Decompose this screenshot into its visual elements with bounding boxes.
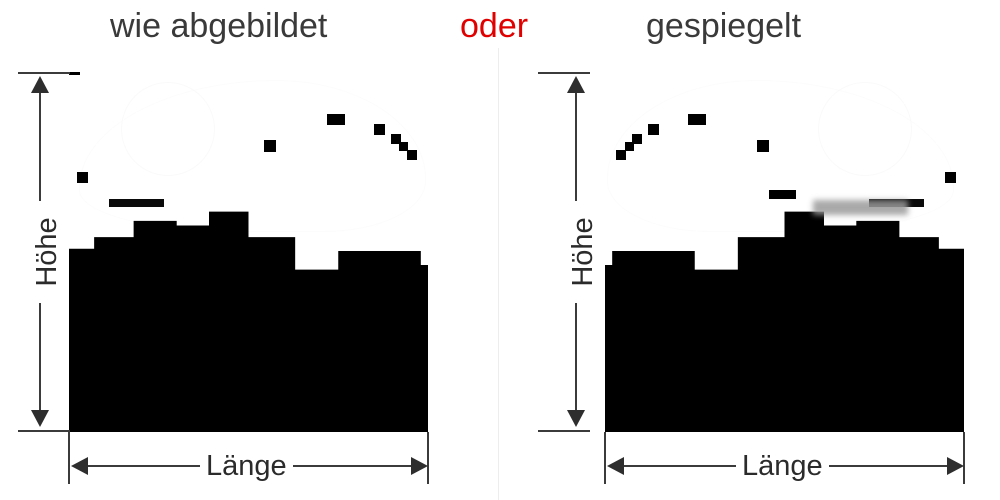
height-label: Höhe xyxy=(567,201,599,303)
artifact-speck xyxy=(77,172,88,183)
length-arrow-right-icon xyxy=(411,457,428,475)
height-arrow-up-icon xyxy=(567,76,585,93)
length-extension-line-right xyxy=(963,432,965,484)
height-extension-line-top xyxy=(538,72,590,74)
heading-or-separator: oder xyxy=(460,7,529,45)
product-image-mirrored xyxy=(605,72,964,432)
length-label: Länge xyxy=(736,450,829,482)
height-extension-line-top xyxy=(18,72,70,74)
height-extension-line-bottom xyxy=(18,430,70,432)
product-silhouette xyxy=(69,72,428,432)
height-arrow-up-icon xyxy=(31,76,49,93)
artifact-speck xyxy=(69,72,80,75)
product-silhouette xyxy=(605,72,964,432)
artifact-speck xyxy=(757,140,769,152)
height-label: Höhe xyxy=(31,201,63,303)
silhouette-body xyxy=(69,211,428,432)
artifact-speck xyxy=(688,114,706,125)
length-arrow-left-icon xyxy=(607,457,624,475)
length-label: Länge xyxy=(200,450,293,482)
length-extension-line-left xyxy=(604,432,606,484)
artifact-speck xyxy=(616,150,626,160)
ghost-outline-circle xyxy=(121,82,215,176)
height-arrow-down-icon xyxy=(567,410,585,427)
ghost-outline-circle xyxy=(818,82,912,176)
artifact-speck xyxy=(374,124,385,135)
panel-mirrored: Höhe Länge xyxy=(500,0,1000,500)
length-extension-line-right xyxy=(427,432,429,484)
length-arrow-left-icon xyxy=(71,457,88,475)
height-arrow-down-icon xyxy=(31,410,49,427)
heading-mirrored: gespiegelt xyxy=(646,7,802,45)
height-extension-line-bottom xyxy=(538,430,590,432)
heading-as-pictured: wie abgebildet xyxy=(110,7,328,45)
silhouette-gray-band xyxy=(813,200,908,215)
artifact-speck xyxy=(769,190,796,199)
artifact-speck xyxy=(625,142,634,151)
length-extension-line-left xyxy=(68,432,70,484)
artifact-speck xyxy=(264,140,276,152)
panel-divider xyxy=(498,48,499,500)
length-arrow-right-icon xyxy=(947,457,964,475)
product-image-as-pictured xyxy=(69,72,428,432)
artifact-speck xyxy=(945,172,956,183)
silhouette-accent-bar xyxy=(109,199,164,207)
artifact-speck xyxy=(327,114,345,125)
artifact-speck xyxy=(648,124,659,135)
panel-as-pictured: Höhe Länge xyxy=(18,72,429,484)
artifact-speck xyxy=(407,150,417,160)
artifact-speck xyxy=(399,142,408,151)
artifact-speck xyxy=(391,134,401,144)
silhouette-body xyxy=(605,200,964,432)
